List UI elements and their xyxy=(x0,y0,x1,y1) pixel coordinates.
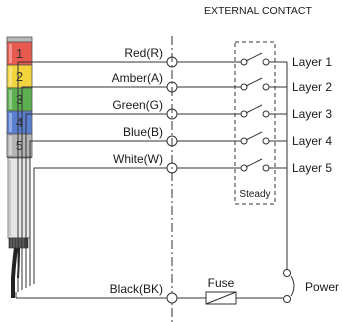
power-terminal-bottom xyxy=(283,295,291,303)
black-wire-label: Black(BK) xyxy=(110,282,163,296)
wire-3 xyxy=(25,113,167,288)
switch-contact-left xyxy=(240,83,248,91)
switch-contact-right xyxy=(262,164,270,172)
switch-blade xyxy=(245,77,263,87)
wire-2 xyxy=(21,86,167,290)
layer-label: Layer 3 xyxy=(292,107,332,121)
wire-label: Amber(A) xyxy=(112,71,163,85)
layer-label: Layer 4 xyxy=(292,134,332,148)
wire-4 xyxy=(29,140,167,286)
wire-5 xyxy=(33,167,167,284)
switch-contact-left xyxy=(240,137,248,145)
layer-label: Layer 1 xyxy=(292,55,332,69)
steady-label: Steady xyxy=(239,189,270,200)
tower-cable xyxy=(11,247,18,298)
layer-switches: Layer 1 Layer 2 Layer 3 Layer 4 Layer 5 xyxy=(177,52,332,175)
switch-blade xyxy=(245,52,263,62)
tower-segment-number: 4 xyxy=(16,115,23,130)
external-contact-box xyxy=(234,41,276,205)
switch-contact-right xyxy=(262,137,270,145)
power-terminal-top xyxy=(283,269,291,277)
switch-blade xyxy=(245,131,263,141)
wire-label: Red(R) xyxy=(124,46,163,60)
tower-segment-number: 2 xyxy=(16,69,23,84)
switch-contact-right xyxy=(262,83,270,91)
external-contact-title: EXTERNAL CONTACT xyxy=(204,5,313,17)
switch-contact-left xyxy=(240,110,248,118)
fuse-label: Fuse xyxy=(208,276,235,290)
tower-pole xyxy=(7,157,31,239)
tower-top-cap xyxy=(6,36,33,43)
wire-1 xyxy=(17,61,167,292)
tower-segment-number: 3 xyxy=(16,92,23,107)
tower-segment-number: 5 xyxy=(16,138,23,153)
switch-blade xyxy=(245,104,263,114)
power-source-symbol xyxy=(290,275,295,297)
terminal-black xyxy=(166,292,178,304)
wire-label: White(W) xyxy=(113,152,163,166)
switch-contact-left xyxy=(240,164,248,172)
layer-label: Layer 2 xyxy=(292,80,332,94)
switch-contact-right xyxy=(262,58,270,66)
wire-group: Red(R) Amber(A) Green(G) Blue(B) White(W) xyxy=(15,46,178,298)
tower-segments: 1 2 3 4 5 xyxy=(6,41,33,158)
layer-label: Layer 5 xyxy=(292,161,332,175)
switch-contact-left xyxy=(240,58,248,66)
switch-contact-right xyxy=(262,110,270,118)
signal-tower: 1 2 3 4 5 xyxy=(6,36,33,298)
switch-blade xyxy=(245,158,263,168)
wire-label: Blue(B) xyxy=(123,125,163,139)
tower-segment-number: 1 xyxy=(16,46,23,61)
power-label: Power xyxy=(305,280,339,294)
wire-label: Green(G) xyxy=(112,98,163,112)
